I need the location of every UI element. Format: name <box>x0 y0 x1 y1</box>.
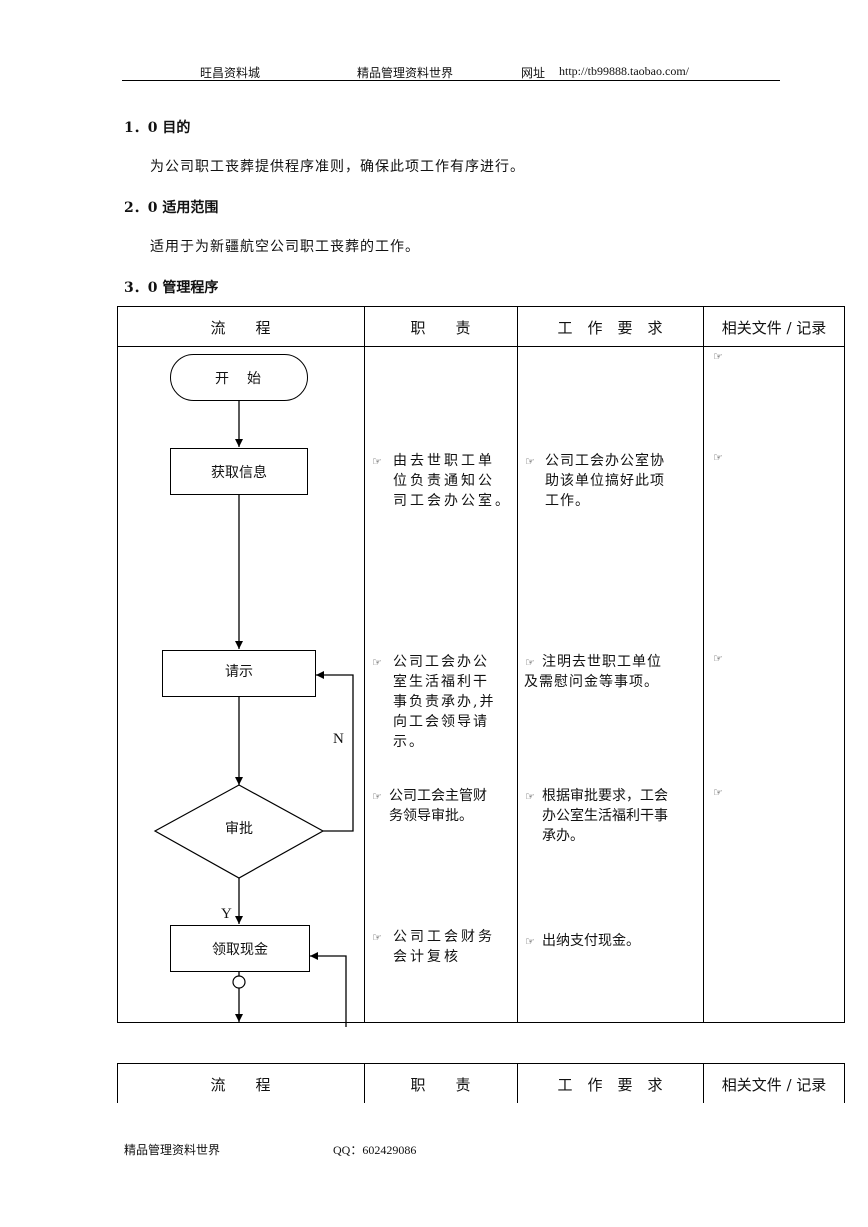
header-middle: 精品管理资料世界 <box>357 66 454 80</box>
duty-row-3: 公司工会主管财务领导审批。 <box>389 788 487 824</box>
col-header-duty-2: 职 责 <box>410 1076 471 1094</box>
col-divider-3b <box>703 1063 704 1103</box>
col-header-duty: 职 责 <box>410 319 471 337</box>
section-1-text: 为公司职工丧葬提供程序准则，确保此项工作有序进行。 <box>150 159 525 175</box>
col-divider-2 <box>517 306 518 1023</box>
section-3-title: 3．0 管理程序 <box>124 280 219 296</box>
pointing-hand-icon: ☞ <box>372 455 382 468</box>
duty-row-1: 由去世职工单位负责通知公司工会办公室。 <box>393 453 512 509</box>
section-2-text: 适用于为新疆航空公司职工丧葬的工作。 <box>150 239 420 255</box>
pointing-hand-icon: ☞ <box>713 451 723 464</box>
flow-obtain-info: 获取信息 <box>170 448 308 495</box>
requirement-row-1: 公司工会办公室协助该单位搞好此项工作。 <box>545 453 665 509</box>
flow-start: 开 始 <box>170 354 308 401</box>
section-1-title: 1．0 目的 <box>124 120 191 136</box>
requirement-row-3: 根据审批要求，工会办公室生活福利干事承办。 <box>542 788 668 844</box>
pointing-hand-icon: ☞ <box>525 935 535 948</box>
header-left: 旺昌资料城 <box>200 66 261 80</box>
duty-row-4: 公司工会财务会计复核 <box>393 929 495 965</box>
pointing-hand-icon: ☞ <box>372 790 382 803</box>
col-divider-2b <box>517 1063 518 1103</box>
header-url-label: 网址 <box>521 66 546 80</box>
pointing-hand-icon: ☞ <box>525 790 535 803</box>
col-divider-1 <box>364 306 365 1023</box>
flow-yes-label: Y <box>221 906 232 922</box>
pointing-hand-icon: ☞ <box>713 652 723 665</box>
footer-qq: QQ：602429086 <box>333 1143 417 1157</box>
flow-no-label: N <box>333 731 344 747</box>
requirement-row-2: 注明去世职工单位及需慰问金等事项。 <box>524 654 662 690</box>
flow-collect-cash: 领取现金 <box>170 925 310 972</box>
col-header-records-2: 相关文件 / 记录 <box>721 1076 827 1094</box>
col-divider-1b <box>364 1063 365 1103</box>
col-header-flow: 流 程 <box>210 319 271 337</box>
duty-row-2: 公司工会办公室生活福利干事负责承办,并向工会领导请示。 <box>393 654 496 750</box>
pointing-hand-icon: ☞ <box>713 786 723 799</box>
section-2-title: 2．0 适用范围 <box>124 200 219 216</box>
pointing-hand-icon: ☞ <box>713 350 723 363</box>
col-divider-3 <box>703 306 704 1023</box>
table-cut-mask <box>116 1103 848 1133</box>
pointing-hand-icon: ☞ <box>525 656 535 669</box>
flow-request: 请示 <box>162 650 316 697</box>
procedure-table-continued <box>117 1063 845 1123</box>
pointing-hand-icon: ☞ <box>372 656 382 669</box>
table-header-divider <box>117 346 845 347</box>
col-header-requirement-2: 工 作 要 求 <box>557 1076 663 1094</box>
procedure-table <box>117 306 845 1023</box>
pointing-hand-icon: ☞ <box>372 931 382 944</box>
footer-left: 精品管理资料世界 <box>124 1143 221 1157</box>
col-header-requirement: 工 作 要 求 <box>557 319 663 337</box>
flow-approve: 审批 <box>225 821 253 837</box>
pointing-hand-icon: ☞ <box>525 455 535 468</box>
header-divider <box>122 80 780 81</box>
header-url[interactable]: http://tb99888.taobao.com/ <box>559 64 689 78</box>
requirement-row-4: 出纳支付现金。 <box>542 933 640 949</box>
col-header-records: 相关文件 / 记录 <box>721 319 827 337</box>
col-header-flow-2: 流 程 <box>210 1076 271 1094</box>
